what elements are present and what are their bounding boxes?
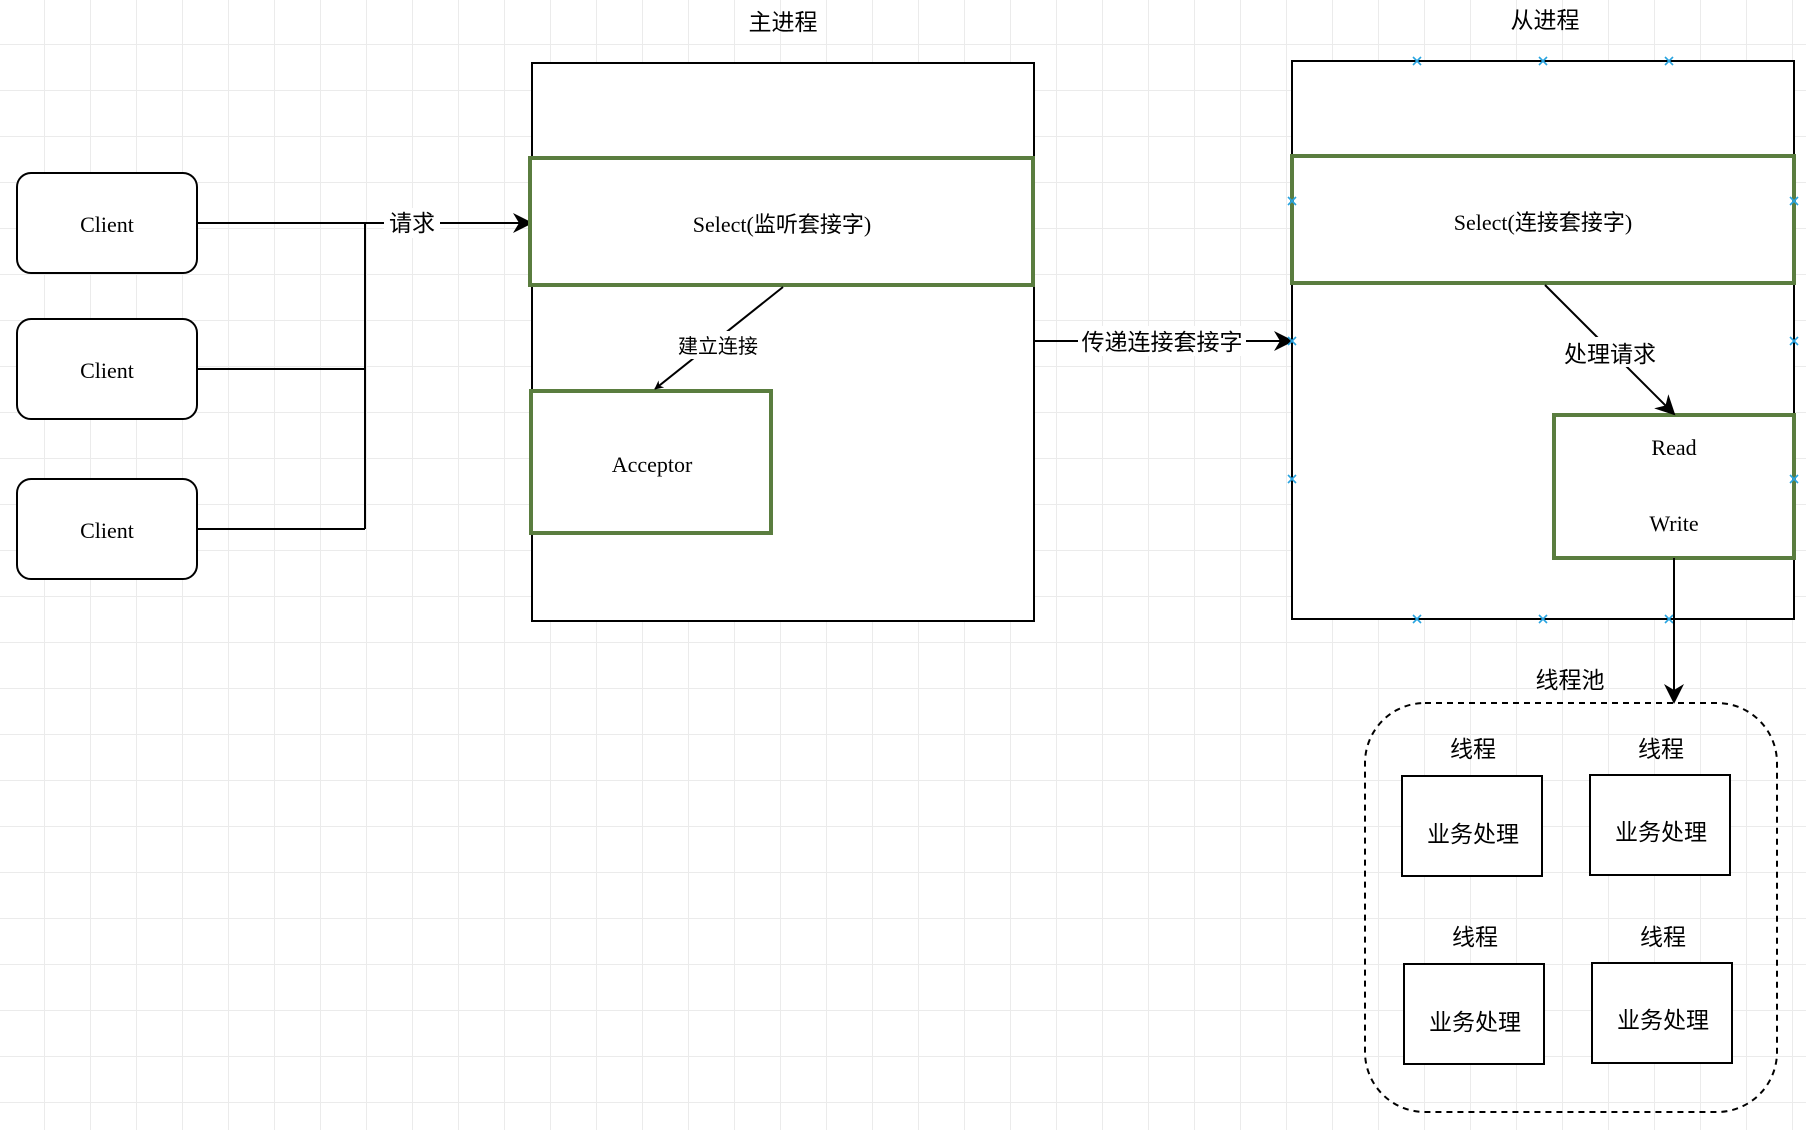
thread-pool-container[interactable] [1364,702,1778,1113]
sub-process-title: 从进程 [1511,8,1580,33]
client-node-2[interactable]: Client [16,318,198,420]
thread-task-label: 业务处理 [1427,822,1519,847]
pass-socket-label: 传递连接套接字 [1082,330,1243,355]
sub-select-box[interactable]: Select(连接套接字) [1290,154,1796,285]
client-label: Client [80,518,134,543]
write-label: Write [1649,511,1698,536]
thread-pool-title: 线程池 [1536,668,1605,693]
request-label: 请求 [389,211,435,236]
thread-title: 线程 [1452,925,1498,950]
handle-request-label: 处理请求 [1564,342,1656,367]
pass-socket-label-bg [1078,326,1246,356]
selection-marker [1538,614,1548,624]
selection-marker [1412,614,1422,624]
request-label-bg [384,208,440,238]
selection-marker [1538,56,1548,66]
selection-marker [1287,474,1297,484]
client-label: Client [80,358,134,383]
client-node-3[interactable]: Client [16,478,198,580]
selection-marker [1789,336,1799,346]
read-write-box[interactable]: Read Write [1552,413,1796,560]
thread-3[interactable]: 线程 业务处理 [1403,925,1545,1065]
selection-markers [1287,56,1799,624]
main-process-box[interactable] [531,62,1035,622]
thread-title: 线程 [1640,925,1686,950]
client-label: Client [80,212,134,237]
thread-task-label: 业务处理 [1615,820,1707,845]
client-bus [197,222,366,530]
selection-marker [1789,474,1799,484]
selection-marker [1664,614,1674,624]
main-select-label: Select(监听套接字) [693,212,871,237]
selection-marker [1664,56,1674,66]
thread-1[interactable]: 线程 业务处理 [1401,737,1543,877]
selection-marker [1287,196,1297,206]
accept-label: 建立连接 [678,335,758,358]
thread-4[interactable]: 线程 业务处理 [1591,925,1733,1064]
selection-marker [1789,196,1799,206]
main-select-box[interactable]: Select(监听套接字) [528,156,1035,287]
selection-marker [1287,336,1297,346]
acceptor-label: Acceptor [612,452,693,477]
accept-label-bg [672,331,764,359]
selection-marker [1412,56,1422,66]
thread-2[interactable]: 线程 业务处理 [1589,737,1731,876]
read-label: Read [1651,435,1696,460]
handle-label-bg [1556,337,1664,367]
client-node-1[interactable]: Client [16,172,198,274]
acceptor-box[interactable]: Acceptor [529,389,773,535]
thread-title: 线程 [1450,737,1496,762]
thread-task-label: 业务处理 [1429,1010,1521,1035]
thread-task-label: 业务处理 [1617,1008,1709,1033]
sub-select-label: Select(连接套接字) [1454,210,1632,235]
thread-title: 线程 [1638,737,1684,762]
main-process-title: 主进程 [749,10,818,35]
